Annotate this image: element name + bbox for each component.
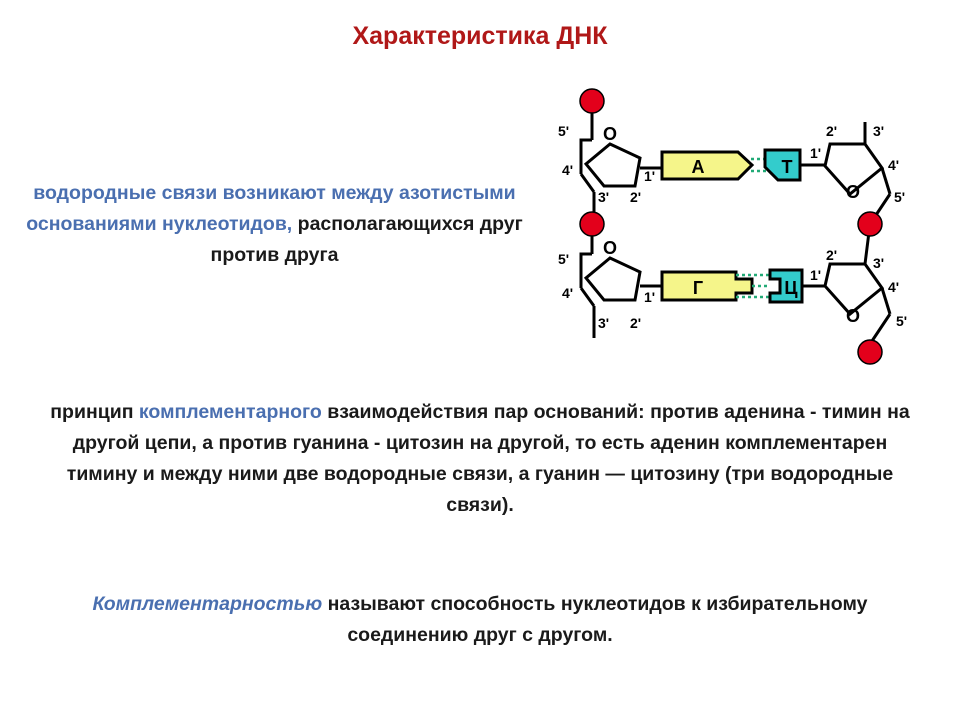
left-c3-label: 3' [598, 189, 609, 205]
phosphate-left-1 [579, 88, 605, 114]
left-c3-label-2: 3' [598, 315, 609, 331]
left-sugar-labels-1: 5' O 4' 1' 3' 2' [558, 123, 655, 205]
left-o-label: O [603, 124, 617, 144]
complementarity-definition-text: Комплементарностью называют способность … [40, 589, 920, 651]
dna-diagram-svg: 5' O 4' 1' 3' 2' А Т [558, 88, 907, 365]
right-c2-label: 2' [826, 123, 837, 139]
left-c5-label: 5' [558, 123, 569, 139]
nucleotide-pair-2: 5' O 4' 1' 3' 2' Г Ц [558, 223, 907, 345]
principle-prefix: принцип [50, 401, 139, 423]
right-c3-label-2: 3' [873, 255, 884, 271]
principle-highlight: комплементарного [138, 401, 322, 423]
right-c4-label: 4' [888, 157, 899, 173]
left-c1-label-2: 1' [644, 289, 655, 305]
left-c4-label: 4' [562, 162, 573, 178]
phosphate-groups [579, 88, 883, 365]
base-adenine-label: А [692, 157, 705, 177]
left-c2-label-2: 2' [630, 315, 641, 331]
principle-rest: взаимодействия пар оснований: против аде… [66, 401, 910, 516]
base-thymine [763, 148, 802, 182]
left-c5-label-2: 5' [558, 251, 569, 267]
phosphate-left-2 [579, 211, 605, 237]
definition-term: Комплементарностью [92, 593, 323, 615]
base-cytosine-label: Ц [784, 278, 798, 298]
hydrogen-bonds-text: водородные связи возникают между азотист… [22, 178, 527, 271]
left-backbone-2 [579, 224, 596, 338]
nucleotide-pair-1: 5' O 4' 1' 3' 2' А Т [558, 112, 905, 225]
dna-pair-diagram: 5' O 4' 1' 3' 2' А Т [540, 76, 940, 376]
right-sugar-ring-1 [823, 142, 885, 197]
right-o-label-2: O [846, 306, 860, 326]
base-cytosine [768, 268, 804, 304]
right-sugar-ring-2 [823, 262, 885, 317]
page-title: Характеристика ДНК [352, 22, 608, 50]
right-sugar-labels-1: 2' 3' 1' 4' O 5' [810, 123, 905, 205]
base-guanine-label: Г [693, 278, 703, 298]
right-o-label: O [846, 182, 860, 202]
hydrogen-bonds-rest: располагающихся друг против друга [210, 213, 523, 266]
right-c3-label: 3' [873, 123, 884, 139]
right-c4-label-2: 4' [888, 279, 899, 295]
base-thymine-label: Т [782, 157, 793, 177]
right-c1-label-2: 1' [810, 267, 821, 283]
left-sugar-ring-1 [583, 142, 642, 188]
base-adenine [660, 150, 755, 181]
phosphate-right-1 [857, 211, 883, 237]
right-sugar-labels-2: 2' 3' 1' 4' O 5' [810, 247, 907, 329]
right-c2-label-2: 2' [826, 247, 837, 263]
right-c5-label-2: 5' [896, 313, 907, 329]
left-c2-label: 2' [630, 189, 641, 205]
complementarity-principle-text: принцип комплементарного взаимодействия … [40, 397, 920, 521]
hydrogen-bonds-gc [736, 273, 770, 299]
left-sugar-labels-2: 5' O 4' 1' 3' 2' [558, 238, 655, 331]
left-c1-label: 1' [644, 168, 655, 184]
left-c4-label-2: 4' [562, 285, 573, 301]
right-c5-label: 5' [894, 189, 905, 205]
right-c1-label: 1' [810, 145, 821, 161]
hydrogen-bonds-highlight: водородные связи возникают между азотист… [26, 182, 516, 235]
left-sugar-ring-2 [583, 256, 642, 302]
left-o-label-2: O [603, 238, 617, 258]
phosphate-right-2 [857, 339, 883, 365]
definition-rest: называют способность нуклеотидов к избир… [322, 593, 868, 646]
